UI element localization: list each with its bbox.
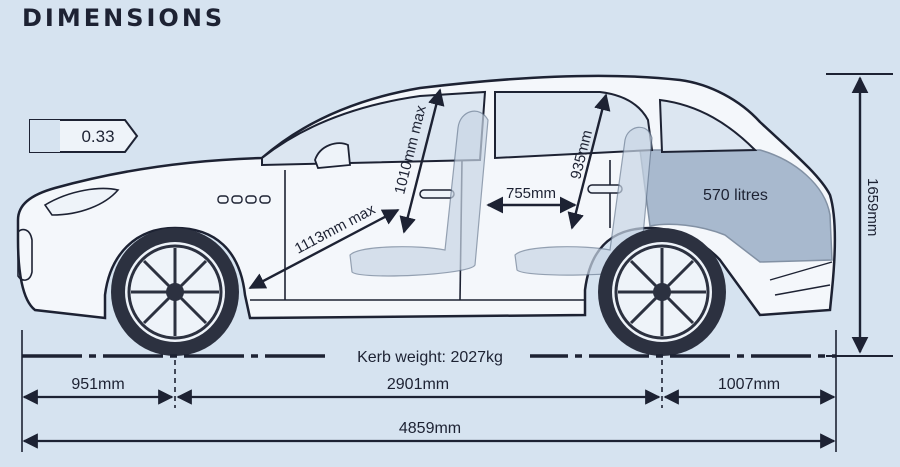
front-headroom-arrow bbox=[399, 88, 445, 234]
rear-overhang-label: 1007mm bbox=[718, 376, 780, 393]
front-overhang-label: 951mm bbox=[71, 376, 124, 393]
height-dimension: 1659mm bbox=[826, 73, 893, 357]
rear-headroom-arrow bbox=[567, 93, 611, 230]
rear-wheel bbox=[598, 228, 726, 356]
interior-measurements bbox=[248, 88, 611, 290]
front-wheel bbox=[111, 228, 239, 356]
front-legroom-arrow bbox=[248, 208, 400, 290]
drag-coefficient-label: 0.33 bbox=[81, 127, 114, 146]
rear-legroom-label: 755mm bbox=[506, 185, 556, 202]
kerb-weight-label: Kerb weight: 2027kg bbox=[357, 349, 503, 366]
kerb-weight-line: Kerb weight: 2027kg bbox=[22, 344, 836, 368]
height-label: 1659mm bbox=[864, 178, 881, 236]
length-dimension: 4859mm bbox=[22, 420, 836, 449]
boot-capacity-label: 570 litres bbox=[703, 187, 768, 204]
drag-coefficient-tag: 0.33 bbox=[29, 119, 139, 153]
page-title: DIMENSIONS bbox=[22, 4, 226, 32]
length-label: 4859mm bbox=[399, 420, 461, 437]
wheelbase-label: 2901mm bbox=[387, 376, 449, 393]
